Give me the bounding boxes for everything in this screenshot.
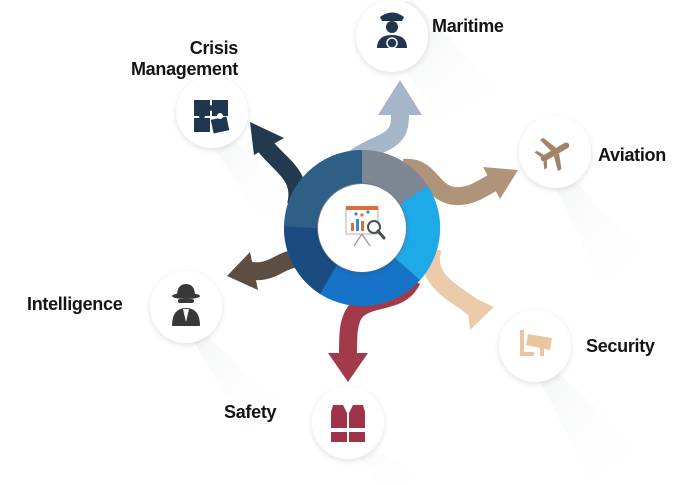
- arrow-aviation: [402, 158, 518, 206]
- ring-segment-navy: [283, 226, 337, 294]
- label-safety-text: Safety: [224, 402, 277, 422]
- label-security-text: Security: [586, 336, 655, 356]
- label-aviation: Aviation: [598, 145, 666, 166]
- icon-circle-crisis: [176, 76, 248, 148]
- arrow-intelligence-head: [227, 252, 258, 290]
- icon-circle-security: [499, 310, 571, 382]
- spy-icon: [172, 284, 200, 326]
- label-crisis-line1: Crisis: [189, 38, 239, 58]
- arrow-aviation-body: [402, 158, 497, 206]
- captain-helm-icon: [377, 12, 407, 49]
- life-vest-icon: [331, 405, 365, 442]
- label-crisis-line2: Management: [130, 59, 238, 79]
- arrow-crisis-head: [250, 122, 284, 155]
- label-crisis-management: Crisis Management: [110, 38, 238, 80]
- label-intelligence-text: Intelligence: [27, 294, 123, 314]
- label-maritime-text: Maritime: [432, 16, 504, 36]
- ring-segment-blue: [320, 258, 420, 307]
- puzzle-icon: [194, 100, 230, 134]
- arrow-security: [421, 244, 494, 330]
- presentation-chart-icon: [345, 206, 386, 247]
- icon-circle-intelligence: [150, 271, 222, 343]
- arrow-safety-head: [328, 353, 368, 382]
- airplane-icon: [534, 137, 570, 172]
- trail-safety: [318, 400, 440, 485]
- label-maritime: Maritime: [432, 16, 504, 37]
- ring-segment-dark: [284, 149, 362, 228]
- arrow-aviation-head: [483, 167, 518, 199]
- arrow-security-head: [466, 294, 494, 330]
- security-camera-icon: [520, 330, 552, 356]
- label-security: Security: [586, 336, 655, 357]
- arrow-maritime-head: [378, 80, 422, 115]
- ring-segment-cyan: [395, 186, 441, 280]
- ring-segment-gray: [362, 149, 428, 204]
- icon-circle-aviation: [519, 116, 591, 188]
- label-intelligence: Intelligence: [27, 294, 123, 315]
- label-safety: Safety: [224, 402, 277, 423]
- icon-circle-maritime: [356, 0, 428, 72]
- icon-circle-safety: [312, 387, 384, 459]
- label-aviation-text: Aviation: [598, 145, 666, 165]
